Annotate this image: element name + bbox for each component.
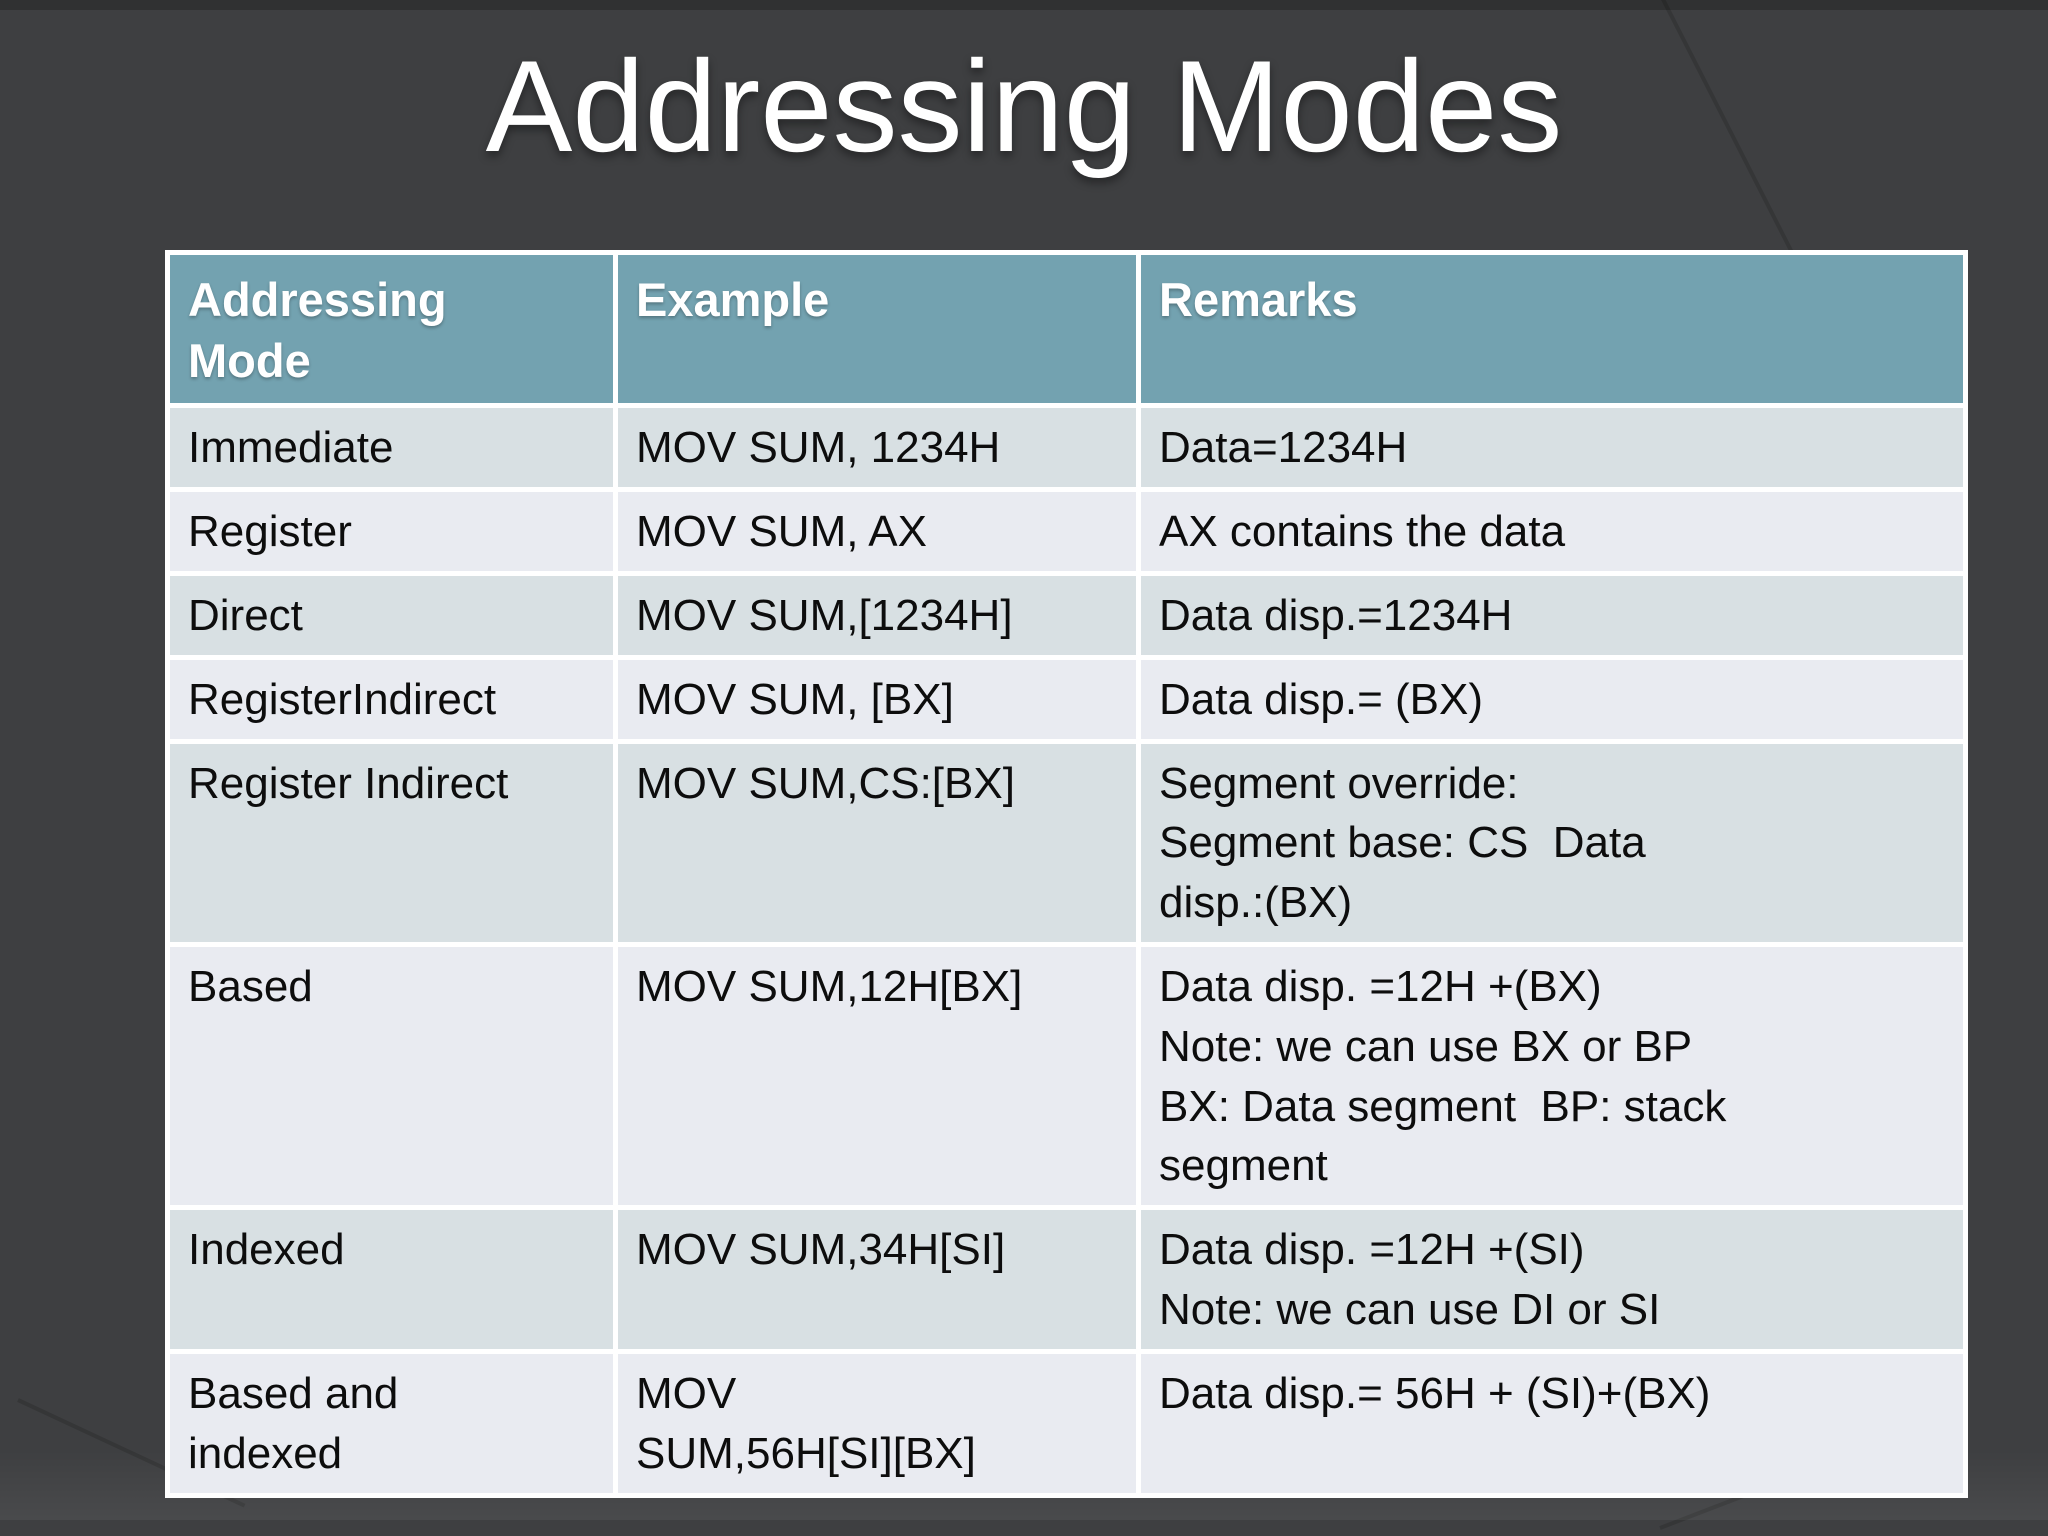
table-row-register: Register MOV SUM, AX AX contains the dat… xyxy=(165,487,1968,576)
cell-remarks: Data disp.=1234H xyxy=(1136,570,1968,660)
cell-example: MOV SUM, 1234H xyxy=(613,403,1141,493)
slide-top-edge xyxy=(0,0,2048,10)
cell-addressing-mode: Register Indirect xyxy=(165,738,618,947)
cell-remarks: Data disp. =12H +(SI) Note: we can use D… xyxy=(1136,1205,1968,1354)
column-header-remarks: Remarks xyxy=(1136,249,1968,409)
cell-addressing-mode: Indexed xyxy=(165,1205,618,1354)
cell-addressing-mode: Register xyxy=(165,487,618,576)
table-row-based-and-indexed: Based and indexed MOV SUM,56H[SI][BX] Da… xyxy=(165,1348,1968,1498)
cell-example: MOV SUM,CS:[BX] xyxy=(613,738,1141,947)
cell-remarks: Segment override: Segment base: CS Data … xyxy=(1136,738,1968,947)
table-row-indexed: Indexed MOV SUM,34H[SI] Data disp. =12H … xyxy=(165,1205,1968,1354)
table-row-registerindirect: RegisterIndirect MOV SUM, [BX] Data disp… xyxy=(165,654,1968,744)
cell-addressing-mode: Based and indexed xyxy=(165,1348,618,1498)
cell-example: MOV SUM,56H[SI][BX] xyxy=(613,1348,1141,1498)
cell-addressing-mode: RegisterIndirect xyxy=(165,654,618,744)
table-row-based: Based MOV SUM,12H[BX] Data disp. =12H +(… xyxy=(165,941,1968,1211)
cell-example: MOV SUM, AX xyxy=(613,487,1141,576)
table-row-direct: Direct MOV SUM,[1234H] Data disp.=1234H xyxy=(165,570,1968,660)
cell-addressing-mode: Direct xyxy=(165,570,618,660)
table-header-row: Addressing Mode Example Remarks xyxy=(165,249,1968,409)
cell-addressing-mode: Based xyxy=(165,941,618,1211)
cell-remarks: Data disp.= (BX) xyxy=(1136,654,1968,744)
cell-remarks: Data disp. =12H +(BX) Note: we can use B… xyxy=(1136,941,1968,1211)
cell-example: MOV SUM,[1234H] xyxy=(613,570,1141,660)
slide-title: Addressing Modes xyxy=(485,33,1563,179)
table-row-register-indirect-override: Register Indirect MOV SUM,CS:[BX] Segmen… xyxy=(165,738,1968,947)
cell-example: MOV SUM, [BX] xyxy=(613,654,1141,744)
addressing-modes-table: Addressing Mode Example Remarks Immediat… xyxy=(165,249,1968,1498)
cell-remarks: Data=1234H xyxy=(1136,403,1968,493)
column-header-addressing-mode: Addressing Mode xyxy=(165,249,618,409)
cell-addressing-mode: Immediate xyxy=(165,403,618,493)
cell-remarks: AX contains the data xyxy=(1136,487,1968,576)
cell-example: MOV SUM,34H[SI] xyxy=(613,1205,1141,1354)
column-header-example: Example xyxy=(613,249,1141,409)
cell-example: MOV SUM,12H[BX] xyxy=(613,941,1141,1211)
table-row-immediate: Immediate MOV SUM, 1234H Data=1234H xyxy=(165,403,1968,493)
cell-remarks: Data disp.= 56H + (SI)+(BX) xyxy=(1136,1348,1968,1498)
